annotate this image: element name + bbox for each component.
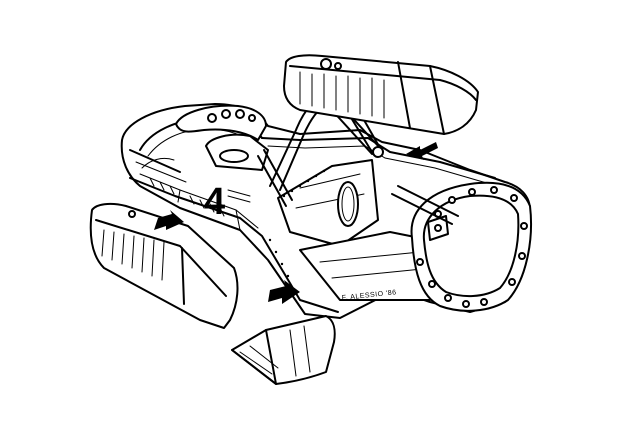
upper-body-panel [283,54,479,135]
race-number: 4 [204,181,225,223]
arrow-left-pod [154,210,184,230]
rivet-line [268,169,326,278]
nose-scoop [231,315,336,385]
arrow-upper-panel [406,142,438,160]
side-panel-shading [149,177,225,217]
left-side-pod [89,202,239,329]
arrow-nose [268,280,300,304]
